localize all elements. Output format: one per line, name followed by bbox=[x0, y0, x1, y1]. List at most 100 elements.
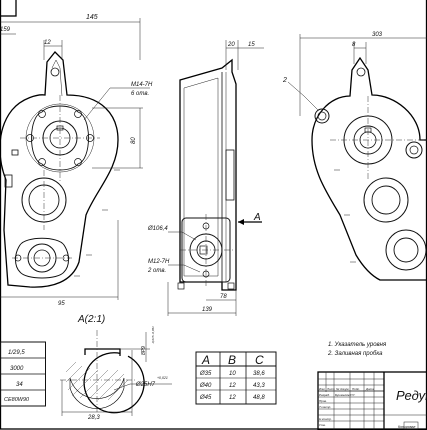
bore-cell: Ø45 bbox=[199, 395, 212, 401]
bore-cell: 43,3 bbox=[253, 383, 265, 389]
detail-dim-8p9: 8Р9 bbox=[141, 346, 147, 355]
note-2: 2. Заливная пробка bbox=[327, 351, 383, 357]
lug-hole bbox=[50, 67, 60, 77]
bore-col-c: C bbox=[255, 353, 264, 367]
front-view bbox=[0, 18, 150, 300]
dim-139: 139 bbox=[202, 307, 213, 313]
right-lug-hole bbox=[356, 67, 366, 77]
tb-label-izm: Изм bbox=[319, 387, 325, 391]
bore-col-a: A bbox=[201, 353, 210, 367]
leader-diameter bbox=[168, 231, 197, 241]
spec-ratio: 1/29,5 bbox=[8, 350, 25, 356]
dim-159: 159 bbox=[0, 27, 11, 33]
detail-dim-8p9-tol: -0,015 -0,051 bbox=[151, 326, 155, 344]
right-view bbox=[287, 34, 427, 281]
note-1: 1. Указатель уровня bbox=[328, 342, 387, 348]
detail-bore-circle bbox=[83, 352, 145, 414]
dim-15: 15 bbox=[248, 42, 255, 48]
bore-cell: Ø35 bbox=[199, 371, 212, 377]
level-indicator-icon bbox=[11, 149, 19, 156]
side-housing-outline bbox=[179, 58, 237, 291]
dim-12: 12 bbox=[44, 40, 51, 46]
bore-cell: 38,6 bbox=[253, 371, 265, 377]
dim-303: 303 bbox=[372, 32, 383, 38]
spec-rpm: 3000 bbox=[10, 366, 24, 372]
leader-callout-2 bbox=[287, 81, 319, 111]
title-block-frame bbox=[317, 371, 427, 430]
bore-cell: Ø40 bbox=[199, 383, 212, 389]
title-block bbox=[317, 371, 427, 430]
detail-dim-28-3: 28,3 bbox=[87, 415, 100, 421]
tb-footer: Копировал bbox=[398, 425, 415, 429]
side-flange-rib bbox=[225, 149, 235, 201]
lower-flange-contour bbox=[15, 237, 69, 279]
detail-bore: Ø25H7 bbox=[135, 382, 156, 388]
tb-staff-dev: Разраб. bbox=[319, 393, 330, 397]
leader-bore bbox=[113, 383, 172, 391]
callout-2: 2 bbox=[282, 77, 287, 84]
oil-level-indicator-inner bbox=[317, 111, 327, 121]
side-inner-contour bbox=[183, 77, 219, 277]
section-arrow-head bbox=[238, 219, 244, 225]
fill-plug-inner bbox=[409, 145, 419, 155]
tb-staff-tcontrol: Т.контр. bbox=[319, 405, 331, 409]
bottom-bolt bbox=[177, 282, 185, 290]
dim-78: 78 bbox=[220, 294, 227, 300]
detail-title: A(2:1) bbox=[77, 314, 105, 325]
front-housing-outline bbox=[0, 51, 119, 288]
leader-m14 bbox=[83, 87, 150, 121]
section-label-a: A bbox=[253, 212, 261, 223]
bore-cell: 12 bbox=[229, 395, 236, 401]
dim-145: 145 bbox=[86, 14, 98, 21]
right-lower-boss-outer bbox=[385, 229, 427, 271]
detail-keyway bbox=[84, 348, 121, 356]
dim-80: 80 bbox=[131, 137, 137, 144]
drain-plug-icon bbox=[4, 174, 13, 188]
tb-label-date: Дата bbox=[365, 387, 374, 391]
flange-hole bbox=[74, 158, 82, 166]
side-view bbox=[167, 40, 264, 316]
thread-label-m12: M12-7H bbox=[148, 259, 170, 265]
dim-20: 20 bbox=[227, 42, 235, 48]
holes-count-2: 2 отв. bbox=[147, 268, 166, 274]
flange-hole bbox=[38, 110, 46, 118]
tb-staff-approve: Утв. bbox=[319, 423, 326, 427]
detail-bore-tol: +0,021 bbox=[157, 376, 168, 380]
right-housing-outline bbox=[311, 56, 427, 281]
right-lower-boss bbox=[393, 237, 419, 263]
detail-hatch-zone bbox=[69, 377, 125, 409]
bore-cell: 48,8 bbox=[253, 395, 265, 401]
tb-staff-ncontrol: Н.контр. bbox=[319, 417, 332, 421]
tb-label-list: Лист bbox=[326, 387, 335, 391]
bore-cell: 10 bbox=[229, 371, 236, 377]
right-middle-boss bbox=[371, 185, 401, 215]
dim-95: 95 bbox=[58, 301, 65, 307]
oil-level-indicator bbox=[314, 108, 330, 124]
bore-col-b: B bbox=[228, 353, 236, 367]
front-top-lug bbox=[51, 59, 63, 97]
bore-cell: 12 bbox=[229, 383, 236, 389]
leader-m12 bbox=[168, 264, 201, 273]
tb-developer-name: Бушмелёв П.Г. bbox=[335, 393, 356, 397]
right-middle-boss-outer bbox=[363, 177, 409, 223]
bore-table bbox=[195, 351, 277, 405]
upper-flange-contour bbox=[31, 105, 89, 171]
tb-staff-check: Пров. bbox=[319, 399, 327, 403]
spec-table bbox=[0, 341, 46, 407]
detail-a-view bbox=[60, 330, 172, 416]
thread-label-m14: M14-7H bbox=[131, 82, 153, 88]
flange-hole bbox=[38, 158, 46, 166]
spec-oil: CE80W90 bbox=[4, 397, 30, 403]
dim-8: 8 bbox=[352, 42, 356, 48]
corner-stamp bbox=[0, 0, 17, 17]
flange-hole bbox=[74, 110, 82, 118]
holes-count-6: 6 отв. bbox=[131, 91, 149, 97]
tb-label-sign: Подп. bbox=[352, 387, 360, 391]
tb-label-doc: № докум. bbox=[336, 387, 349, 391]
fill-plug bbox=[405, 141, 423, 159]
drawing-title: Редук bbox=[396, 388, 427, 403]
diameter-label: Ø106,4 bbox=[147, 226, 168, 232]
detail-hatching bbox=[65, 361, 129, 401]
